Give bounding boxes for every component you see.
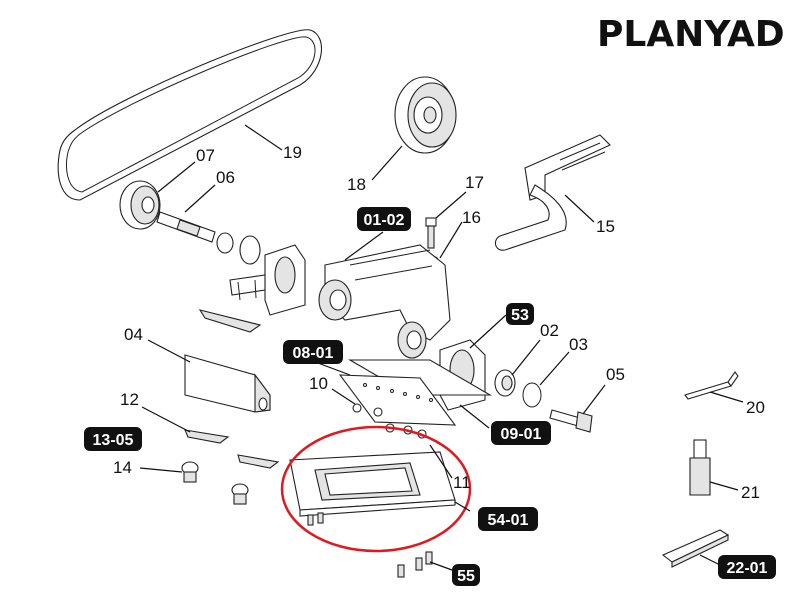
label-16: 16 — [462, 208, 481, 227]
tag-55-text: 55 — [457, 568, 475, 585]
part-allen-key[interactable] — [684, 371, 739, 400]
label-12: 12 — [120, 390, 139, 409]
tag-01-02-text: 01-02 — [364, 212, 405, 229]
part-belt[interactable] — [57, 29, 323, 201]
part-block-04[interactable] — [184, 354, 271, 413]
part-shoe-12[interactable] — [184, 429, 230, 444]
tag-09-01-text: 09-01 — [501, 426, 542, 443]
part-small-pulley[interactable] — [119, 180, 161, 230]
tag-09-01[interactable]: 09-01 — [491, 421, 551, 445]
tag-08-01[interactable]: 08-01 — [283, 340, 343, 364]
label-15: 15 — [596, 217, 615, 236]
part-bearing-02[interactable] — [494, 369, 516, 397]
part-plate-08-01[interactable] — [338, 359, 493, 426]
highlight-circle — [280, 425, 472, 553]
part-handle[interactable] — [494, 134, 611, 251]
label-04: 04 — [124, 325, 143, 344]
part-shaft[interactable] — [156, 211, 216, 243]
label-07: 07 — [196, 146, 215, 165]
leader-lines — [139, 124, 744, 571]
part-pin-14[interactable] — [181, 461, 199, 483]
label-10: 10 — [309, 374, 328, 393]
part-screws-55[interactable] — [397, 551, 433, 578]
part-bolt-17[interactable] — [425, 217, 437, 249]
label-19: 19 — [283, 143, 302, 162]
tag-13-05[interactable]: 13-05 — [84, 427, 142, 451]
label-14: 14 — [113, 458, 132, 477]
part-large-pulley[interactable] — [394, 76, 457, 154]
tag-08-01-text: 08-01 — [293, 345, 334, 362]
tag-54-01[interactable]: 54-01 — [478, 507, 538, 531]
part-bolt-05[interactable] — [549, 409, 593, 433]
label-20: 20 — [746, 398, 765, 417]
tag-55[interactable]: 55 — [452, 564, 480, 586]
part-bar-22-01[interactable] — [661, 529, 730, 568]
part-base-plate[interactable] — [289, 451, 456, 517]
part-main-body[interactable] — [318, 244, 451, 359]
tag-53[interactable]: 53 — [506, 303, 534, 325]
brand-title: PLANYAD — [597, 14, 785, 55]
tag-22-01[interactable]: 22-01 — [718, 555, 776, 579]
label-11: 11 — [453, 473, 471, 492]
part-pin-14b[interactable] — [231, 483, 249, 505]
label-18: 18 — [347, 175, 366, 194]
part-tool-21[interactable] — [689, 439, 711, 496]
label-06: 06 — [216, 168, 235, 187]
part-shoe-upper[interactable] — [198, 309, 262, 333]
part-shoe-lower[interactable] — [237, 454, 280, 469]
part-screws-11[interactable] — [307, 512, 324, 526]
label-05: 05 — [606, 365, 625, 384]
tag-54-01-text: 54-01 — [488, 512, 529, 529]
label-03: 03 — [569, 335, 588, 354]
tag-53-text: 53 — [511, 307, 529, 324]
label-02: 02 — [540, 321, 559, 340]
tag-22-01-text: 22-01 — [727, 560, 768, 577]
label-21: 21 — [741, 483, 760, 502]
part-circlip-03[interactable] — [522, 382, 542, 408]
label-17: 17 — [465, 173, 484, 192]
tag-01-02[interactable]: 01-02 — [357, 207, 411, 231]
part-bearing-housing-left[interactable] — [216, 232, 306, 316]
tag-13-05-text: 13-05 — [93, 432, 134, 449]
